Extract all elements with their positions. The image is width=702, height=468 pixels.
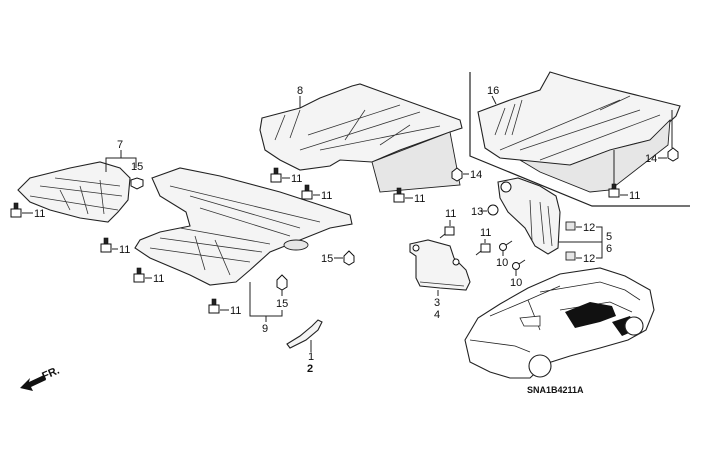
- label-11-g: 11: [414, 193, 425, 205]
- front-direction-label: FR.: [40, 365, 61, 383]
- label-11-e: 11: [291, 173, 302, 185]
- label-11-i: 11: [445, 208, 456, 220]
- label-12-a: 12: [583, 222, 595, 234]
- label-11-j: 11: [480, 227, 491, 239]
- clip-14-icon[interactable]: [451, 167, 463, 182]
- bolt-11-icon[interactable]: [475, 243, 491, 256]
- bolt-11-icon[interactable]: [10, 202, 22, 218]
- clip-15-icon[interactable]: [130, 177, 144, 190]
- label-15-bottom: 15: [276, 298, 288, 310]
- label-11-b: 11: [119, 244, 130, 256]
- bolt-11-icon[interactable]: [393, 187, 405, 203]
- label-11-a: 11: [34, 208, 45, 220]
- label-11-c: 11: [153, 273, 164, 285]
- label-13: 13: [471, 206, 483, 218]
- nut-13-icon[interactable]: [487, 204, 499, 216]
- label-2: 2: [307, 363, 313, 375]
- diagram-code: SNA1B4211A: [527, 385, 584, 395]
- bolt-11-icon[interactable]: [100, 237, 112, 253]
- part-16-frame: [469, 72, 690, 207]
- part-3-4-bracket[interactable]: [409, 239, 471, 291]
- bolt-11-icon[interactable]: [301, 184, 313, 200]
- vehicle-location-illustration: [464, 267, 655, 379]
- screw-10-icon[interactable]: [499, 240, 513, 251]
- label-14-b: 14: [645, 153, 657, 165]
- label-8: 8: [297, 85, 303, 97]
- label-9: 9: [262, 323, 268, 335]
- label-3: 3: [434, 297, 440, 309]
- bolt-11-icon[interactable]: [133, 267, 145, 283]
- clip-15-icon[interactable]: [276, 274, 288, 291]
- label-1: 1: [308, 351, 314, 363]
- label-11-h: 11: [629, 190, 640, 202]
- clip-14-icon[interactable]: [667, 147, 679, 162]
- part-16-rear-undercover[interactable]: [477, 71, 681, 193]
- label-4: 4: [434, 309, 440, 321]
- clip-nut-12-icon[interactable]: [565, 251, 576, 261]
- part-1-2-strip[interactable]: [286, 319, 323, 349]
- clip-15-icon[interactable]: [343, 250, 355, 266]
- label-10-a: 10: [496, 257, 508, 269]
- bolt-11-icon[interactable]: [439, 226, 455, 239]
- label-10-b: 10: [510, 277, 522, 289]
- label-11-d: 11: [230, 305, 241, 317]
- label-5: 5: [606, 231, 612, 243]
- label-7: 7: [117, 139, 123, 151]
- part-9-front-undercover[interactable]: [134, 167, 353, 286]
- part-8-center-undercover[interactable]: [259, 83, 463, 193]
- bolt-11-icon[interactable]: [608, 183, 620, 198]
- label-6: 6: [606, 243, 612, 255]
- label-11-f: 11: [321, 190, 332, 202]
- label-16: 16: [487, 85, 499, 97]
- part-5-6-side-cover[interactable]: [497, 177, 561, 255]
- label-14-a: 14: [470, 169, 482, 181]
- screw-10-icon[interactable]: [512, 259, 526, 270]
- front-direction-arrow-icon: [20, 375, 46, 391]
- label-15-top: 15: [131, 161, 143, 173]
- label-12-b: 12: [583, 253, 595, 265]
- bolt-11-icon[interactable]: [270, 167, 282, 183]
- part-7-front-splash-shield[interactable]: [17, 161, 131, 223]
- clip-nut-12-icon[interactable]: [565, 221, 576, 231]
- label-15-right: 15: [321, 253, 333, 265]
- bolt-11-icon[interactable]: [208, 298, 220, 314]
- leader-16: [491, 95, 497, 105]
